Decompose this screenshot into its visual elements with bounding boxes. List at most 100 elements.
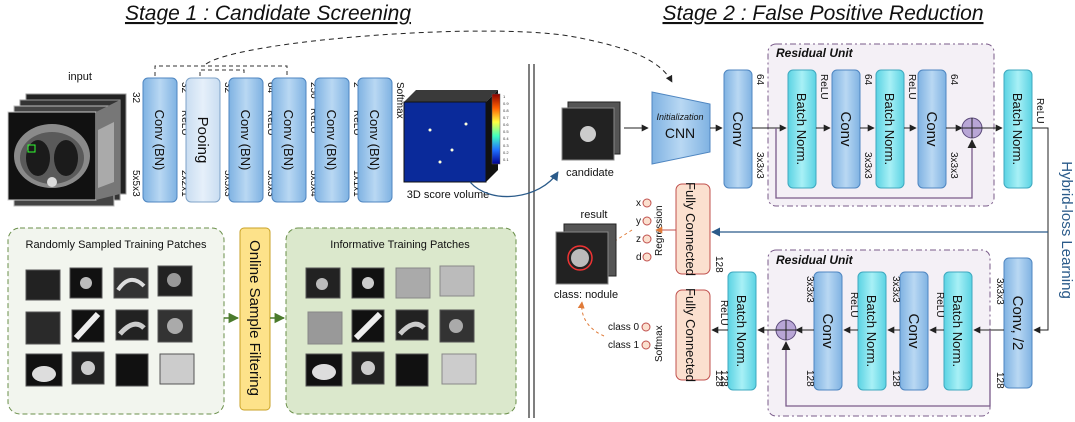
sum-node-bottom [775,319,797,341]
svg-text:Conv, /2: Conv, /2 [1009,296,1026,351]
skip-bottom [781,330,991,407]
stage1-block-0-bottom: 2x2x1 [179,170,190,197]
input-dim-top: 32 [130,92,141,104]
score-colorbar-ticks: 1 0.9 0.8 0.7 0.6 0.5 0.4 0.3 0.2 0.1 [503,94,509,162]
s2-top-res-1-bottom: 3x3x3 [862,152,873,179]
s2-conv-down-top: 3x3x3 [994,278,1005,305]
s2-bot-res-0: Batch Norm. [943,271,973,391]
s2-bot-bn-out: Batch Norm. [727,271,757,391]
cbar-tick-7: 0.3 [503,143,509,148]
svg-text:Fully Connected: Fully Connected [683,182,698,276]
input-ct-volume [7,93,127,207]
stage1-block-0-mid: ReLU [179,110,190,136]
s2-top-res-3: Conv [917,69,947,189]
score-volume-label: 3D score volume [407,189,490,201]
online-filter-box [239,227,271,411]
stage1-title: Stage 1 : Candidate Screening [125,2,411,25]
s2-bot-res-0-top: ReLU [934,292,945,318]
svg-text:Pooing: Pooing [194,117,211,164]
stage1-block-2: Conv (BN) [228,77,264,203]
residual-unit-bottom-title: Residual Unit [776,253,854,267]
cls-node-1 [641,340,651,350]
stage1-block-2-mid: ReLU [265,110,276,136]
reg-out-2: z [636,234,641,245]
stage1-block-4-mid: ReLU [351,110,362,136]
cbar-tick-4: 0.6 [503,122,509,127]
stage1-block-4-bottom: 1x1x1 [351,170,362,197]
cbar-tick-0: 1 [503,94,506,99]
s2-bot-res-3-top: 3x3x3 [804,276,815,303]
skip-top [775,128,977,199]
informative-patches-title: Informative Training Patches [330,239,470,251]
arrow-b0 [1033,252,1049,334]
s2-top-res-2: Batch Norm. [875,69,905,189]
sum-node-top [961,117,983,139]
reg-node-3 [642,252,652,262]
s2-top-bn-out: Batch Norm. [1003,69,1033,189]
cbar-tick-3: 0.7 [503,115,509,120]
s2-bot-res-1-top: 3x3x3 [890,276,901,303]
stage1-block-1-top: 32 [222,82,233,94]
svg-text:Batch Norm.: Batch Norm. [950,295,965,367]
random-patch-grid [25,265,195,387]
informative-patch-grid [305,265,477,387]
s2-top-res-3-top: 64 [948,74,959,86]
s2-conv1: Conv [723,69,753,189]
stage1-block-4: Conv (BN) [314,77,350,203]
s2-top-res-1: Conv [831,69,861,189]
s2-top-res-3-bottom: 3x3x3 [948,152,959,179]
svg-text:CNN: CNN [665,125,695,141]
svg-text:Batch Norm.: Batch Norm. [864,295,879,367]
s2-bot-res-3: Conv [813,271,843,391]
s2-conv-down-bottom: 128 [994,372,1005,389]
input-dim-bottom: 5x5x3 [130,170,141,197]
svg-text:Conv: Conv [905,313,922,349]
svg-text:Conv (BN): Conv (BN) [152,110,167,171]
result-patch [555,223,617,285]
s2-top-bn-out-top: ReLU [1034,98,1045,124]
s2-top-res-0-top: ReLU [818,74,829,100]
score-to-candidate-arrow [469,171,559,198]
stage1-block-0-top: 32 [179,82,190,94]
s2-top-res-0: Batch Norm. [787,69,817,189]
cbar-tick-5: 0.5 [503,129,509,134]
svg-text:Batch Norm.: Batch Norm. [1010,93,1025,165]
cbar-tick-6: 0.4 [503,136,509,141]
reg-out-3: d [636,252,642,263]
s2-top-res-2-top: ReLU [906,74,917,100]
reg-out-1: y [636,216,641,227]
svg-text:Conv: Conv [729,111,746,147]
stage1-block-0: Conv (BN) [142,77,178,203]
regression-outputs: x y z d [636,198,652,263]
random-patches-title: Randomly Sampled Training Patches [26,239,207,251]
s2-bot-res-2: Batch Norm. [857,271,887,391]
svg-text:Conv (BN): Conv (BN) [281,110,296,171]
cls-node-0 [641,322,651,332]
init-dashed-arrow [205,30,673,83]
svg-text:Conv (BN): Conv (BN) [367,110,382,171]
s2-conv1-top: 64 [754,74,765,86]
init-cnn-block: Initialization CNN [651,91,711,165]
cbar-tick-9: 0.1 [503,157,509,162]
fc-classification-bottom: 128 [713,370,724,387]
svg-text:Conv (BN): Conv (BN) [238,110,253,171]
stage2-title: Stage 2 : False Positive Reduction [662,2,983,25]
class-outputs: class 0 class 1 [608,322,651,351]
stage1-block-3-top: 250 [308,82,319,99]
svg-text:Conv: Conv [923,111,940,147]
candidate-label: candidate [566,167,614,179]
stage1-skip-1 [154,65,288,76]
reg-node-1 [642,216,652,226]
result-label: result [581,209,608,221]
cbar-tick-8: 0.2 [503,150,509,155]
stage1-block-4-top: 2 [351,82,362,88]
score-volume [403,90,501,183]
svg-text:Batch Norm.: Batch Norm. [794,93,809,165]
s2-top-res-1-top: 64 [862,74,873,86]
stage1-block-3: Conv (BN) [271,77,307,203]
stage1-block-1-bottom: 5x5x3 [222,170,233,197]
stage1-block-2-bottom: 5x5x3 [265,170,276,197]
fc-classification-out: Softmax [654,325,665,362]
s2-bot-res-2-top: ReLU [848,292,859,318]
